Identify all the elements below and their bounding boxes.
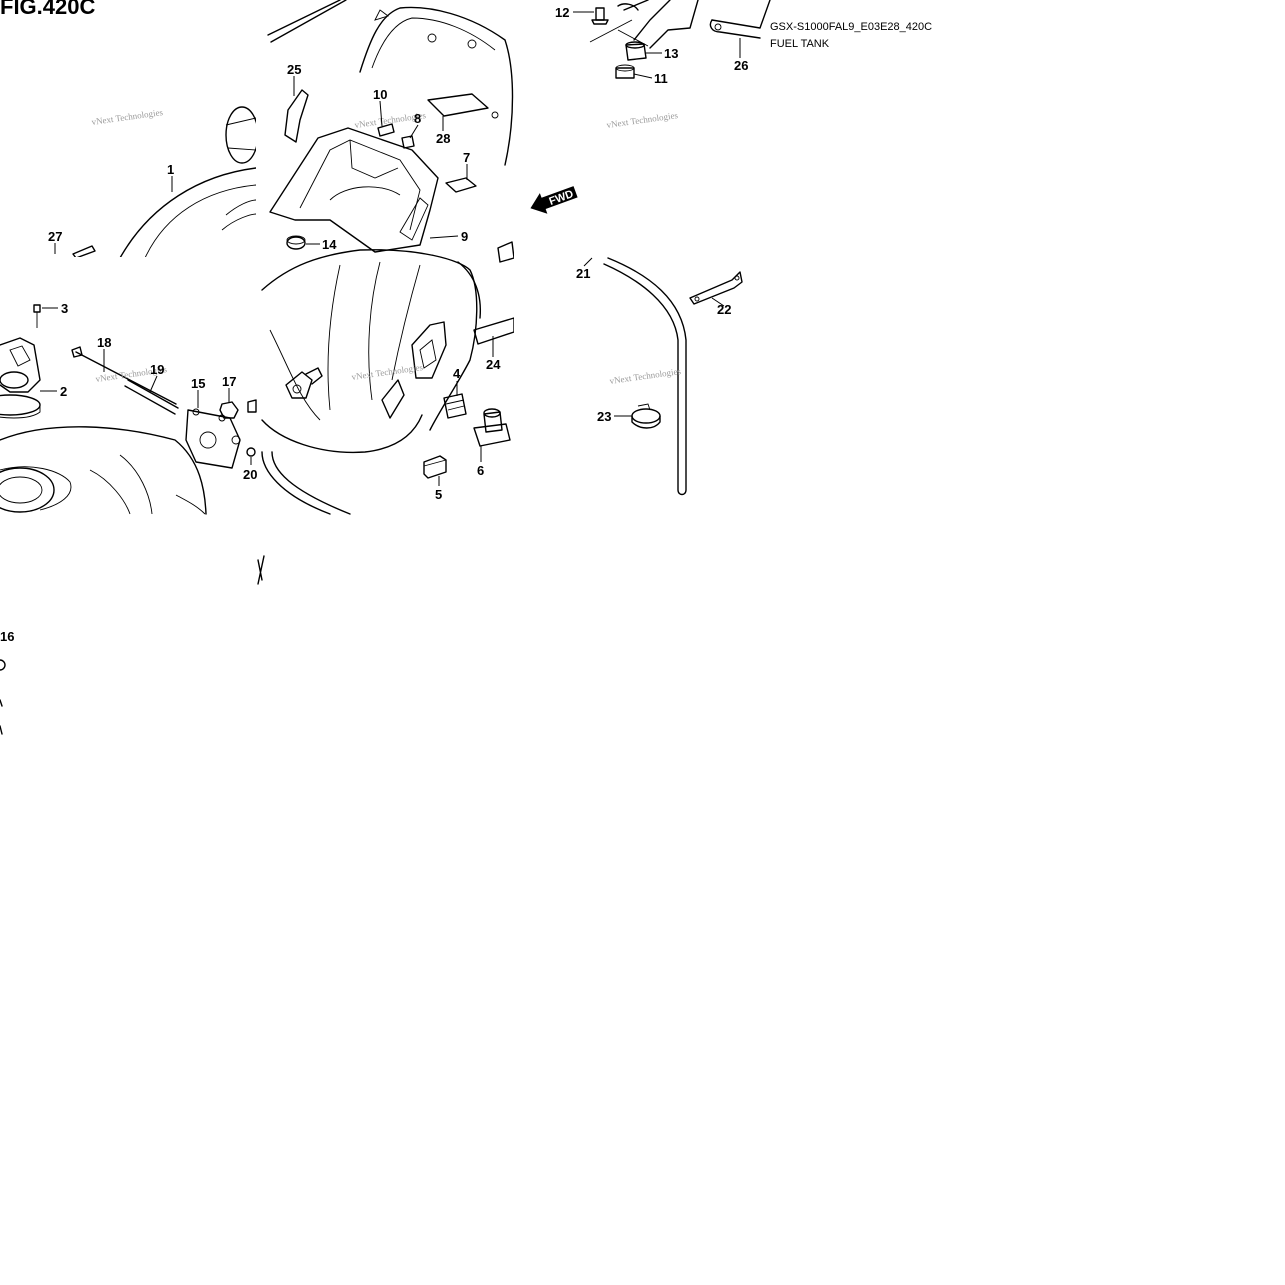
callout-14: 14 bbox=[322, 237, 337, 252]
callout-9: 9 bbox=[461, 229, 468, 244]
watermark: vNext Technologies bbox=[606, 110, 679, 130]
watermark: vNext Technologies bbox=[351, 362, 424, 382]
callout-24: 24 bbox=[486, 357, 501, 372]
callout-6: 6 bbox=[477, 463, 484, 478]
callout-26: 26 bbox=[734, 58, 748, 73]
callout-10: 10 bbox=[373, 87, 387, 102]
callout-2: 2 bbox=[60, 384, 67, 399]
callout-3: 3 bbox=[61, 301, 68, 316]
model-code: GSX-S1000FAL9_E03E28_420C bbox=[770, 21, 933, 33]
callout-7: 7 bbox=[463, 150, 470, 165]
callout-22: 22 bbox=[717, 302, 731, 317]
callout-20: 20 bbox=[243, 467, 257, 482]
watermark: vNext Technologies bbox=[91, 107, 164, 127]
watermark: vNext Technologies bbox=[609, 366, 682, 386]
callout-1: 1 bbox=[167, 162, 174, 177]
callout-12: 12 bbox=[555, 5, 569, 20]
leader-lines bbox=[40, 11, 741, 486]
callout-18: 18 bbox=[97, 335, 111, 350]
callout-15: 15 bbox=[191, 376, 205, 391]
figure-title: FIG.420C bbox=[0, 0, 96, 19]
section-name: FUEL TANK bbox=[770, 38, 830, 50]
tank-cover-drawing bbox=[261, 0, 515, 515]
fwd-arrow: FWD bbox=[530, 186, 578, 214]
callout-21: 21 bbox=[576, 266, 590, 281]
callout-23: 23 bbox=[597, 409, 611, 424]
callout-19: 19 bbox=[150, 362, 164, 377]
callout-13: 13 bbox=[664, 46, 678, 61]
callout-27: 27 bbox=[48, 229, 62, 244]
callout-labels: 1 2 3 4 5 6 7 8 9 10 11 12 13 14 15 16 1… bbox=[0, 5, 748, 644]
callout-4: 4 bbox=[453, 366, 461, 381]
fuel-tank-drawing bbox=[0, 106, 265, 735]
hose-bracket-drawing bbox=[589, 0, 771, 496]
fwd-label: FWD bbox=[548, 188, 576, 208]
callout-8: 8 bbox=[414, 111, 421, 126]
callout-5: 5 bbox=[435, 487, 442, 502]
callout-25: 25 bbox=[287, 62, 301, 77]
callout-11: 11 bbox=[654, 71, 668, 86]
callout-28: 28 bbox=[436, 131, 450, 146]
callout-16: 16 bbox=[0, 629, 14, 644]
callout-17: 17 bbox=[222, 374, 236, 389]
